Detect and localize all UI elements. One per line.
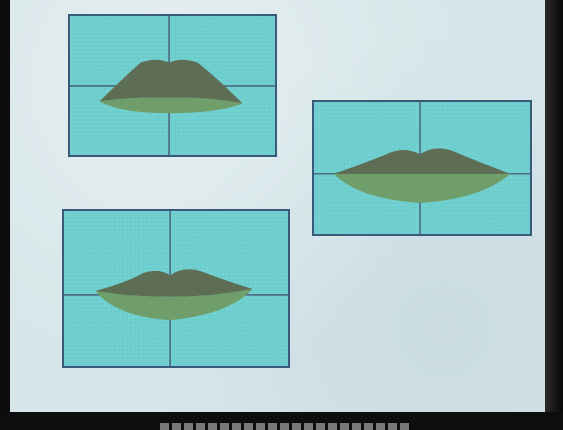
mouth-panel-right — [312, 100, 532, 236]
cropped-caption-fragment — [160, 423, 410, 430]
mouth-panel-top-left — [68, 14, 277, 157]
mouth-panel-bottom-left — [62, 209, 290, 368]
caption-strip — [0, 412, 563, 430]
display-screen — [10, 0, 552, 412]
frame-edge — [545, 0, 563, 430]
